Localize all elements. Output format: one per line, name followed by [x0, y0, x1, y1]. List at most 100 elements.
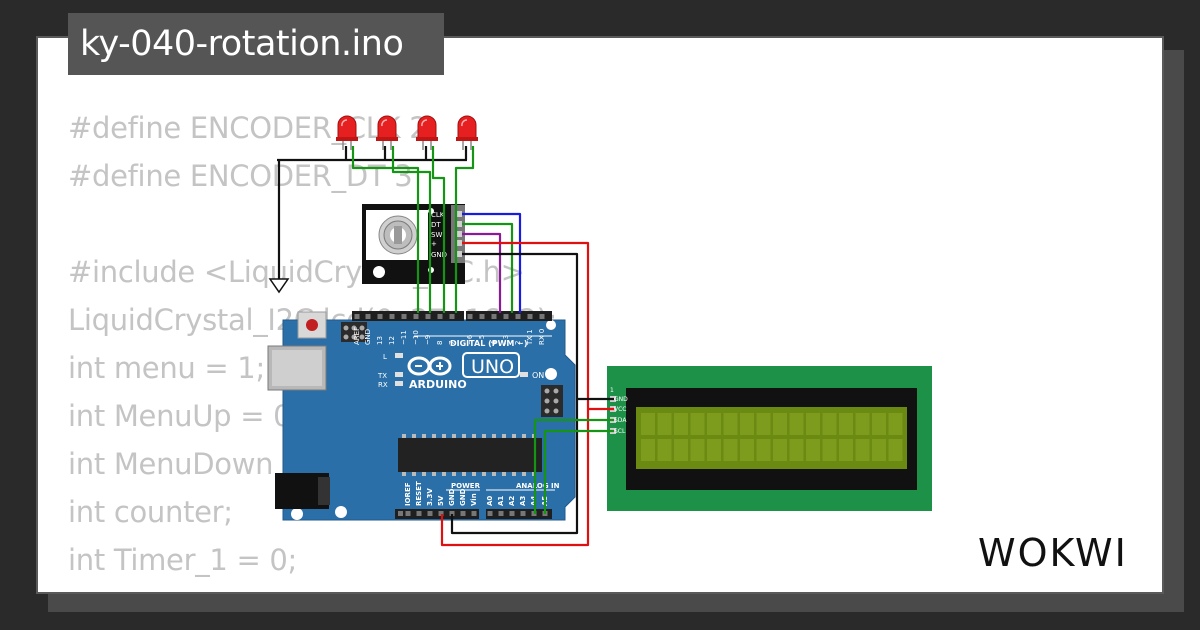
top-pin-label: ~3	[502, 335, 510, 345]
on-label: ON	[532, 371, 544, 380]
red-led[interactable]	[456, 115, 478, 150]
header-pin[interactable]	[389, 314, 395, 319]
project-filename[interactable]: ky-040-rotation.ino	[68, 13, 444, 75]
lcd-char-cell	[872, 439, 886, 461]
chip-pin	[462, 434, 466, 438]
chip-pin	[452, 472, 456, 476]
header-pin[interactable]	[479, 314, 485, 319]
header-pin[interactable]	[527, 314, 533, 319]
header-pin[interactable]	[498, 511, 504, 516]
header-pin[interactable]	[539, 314, 545, 319]
tx-label: TX	[377, 372, 387, 380]
lcd-char-cell	[740, 413, 754, 435]
chip-pin	[492, 434, 496, 438]
code-line: int Timer_2 = 0;	[68, 584, 557, 592]
top-pin-label: 4	[490, 340, 498, 345]
analog-pin-label: A0	[486, 496, 494, 506]
rx-label: RX	[378, 381, 388, 389]
header-pin[interactable]	[401, 314, 407, 319]
chip-pin	[492, 472, 496, 476]
analog-header	[486, 509, 552, 519]
header-pin[interactable]	[487, 511, 493, 516]
uno-badge	[462, 352, 520, 378]
encoder-pin[interactable]	[455, 240, 462, 246]
header-pin[interactable]	[398, 511, 403, 516]
lcd-char-cell	[822, 413, 837, 435]
header-pin[interactable]	[515, 314, 521, 319]
lcd-char-cell	[674, 439, 688, 461]
lcd-char-cell	[641, 413, 655, 435]
encoder-pin[interactable]	[455, 231, 462, 237]
header-pin[interactable]	[416, 511, 422, 516]
header-pin[interactable]	[491, 314, 497, 319]
wire-encoder-gnd	[450, 252, 579, 535]
lcd-char-cell	[839, 413, 853, 435]
red-led[interactable]	[416, 115, 438, 150]
header-pin[interactable]	[471, 511, 477, 516]
lcd-char-cell	[641, 439, 655, 461]
header-pin[interactable]	[449, 511, 455, 516]
chip-pin	[422, 472, 426, 476]
header-pin[interactable]	[449, 314, 455, 319]
top-pin-label: 12	[388, 336, 396, 345]
encoder-pin-label: GND	[431, 251, 447, 259]
wire-encoder-sw	[462, 232, 502, 313]
red-led[interactable]	[376, 115, 398, 150]
header-pin[interactable]	[438, 511, 444, 516]
lcd-char-cell	[888, 439, 903, 461]
chip-pin	[472, 472, 476, 476]
lcd-char-cell	[690, 413, 705, 435]
header-pin[interactable]	[354, 314, 360, 319]
header-pin[interactable]	[520, 511, 526, 516]
top-pin-label: ~5	[478, 335, 486, 345]
encoder-pin[interactable]	[455, 221, 462, 227]
lcd-char-cell	[723, 439, 738, 461]
header-pin[interactable]	[503, 314, 509, 319]
lcd-char-cell	[740, 439, 754, 461]
lcd-char-cell	[756, 413, 771, 435]
encoder-pin[interactable]	[455, 251, 462, 257]
header-pin[interactable]	[427, 511, 433, 516]
header-pin[interactable]	[425, 314, 431, 319]
lcd-char-cell	[690, 439, 705, 461]
wires	[277, 146, 614, 547]
encoder-pin[interactable]	[455, 211, 462, 217]
power-pin-label: GND	[459, 488, 467, 506]
chip-pin	[432, 434, 436, 438]
lcd-char-cell	[822, 439, 837, 461]
header-pin[interactable]	[377, 314, 383, 319]
wire-encoder-vcc	[440, 241, 590, 547]
lcd-char-cell	[657, 439, 672, 461]
lcd-char-cell	[872, 413, 886, 435]
lcd-pin-label: SDA	[614, 417, 627, 424]
header-pin[interactable]	[437, 314, 443, 319]
header-pin[interactable]	[405, 511, 411, 516]
red-led[interactable]	[336, 115, 358, 150]
lcd-char-cell	[839, 439, 853, 461]
chip-pin	[512, 434, 516, 438]
atmega-chip	[398, 438, 542, 472]
chip-pin	[442, 472, 446, 476]
power-pin-label: 3.3V	[426, 488, 434, 506]
header-pin[interactable]	[460, 511, 466, 516]
power-header	[395, 509, 479, 519]
wire-led-1	[351, 146, 420, 313]
lcd-char-cell	[806, 439, 820, 461]
chip-pin	[412, 472, 416, 476]
header-pin[interactable]	[467, 314, 473, 319]
lcd-char-cell	[789, 413, 804, 435]
arduino-logo-text: ARDUINO	[409, 378, 467, 391]
header-pin[interactable]	[413, 314, 419, 319]
top-pin-label: ~9	[424, 335, 432, 345]
header-pin[interactable]	[509, 511, 515, 516]
code-line: int menu = 1;	[68, 351, 265, 385]
wire-led-2	[391, 146, 432, 313]
chip-pin	[522, 434, 526, 438]
wokwi-logo[interactable]: WOKWI	[976, 526, 1152, 578]
digital-header-left	[352, 311, 464, 321]
header-pin[interactable]	[365, 314, 371, 319]
power-pin-label: GND	[448, 488, 456, 506]
